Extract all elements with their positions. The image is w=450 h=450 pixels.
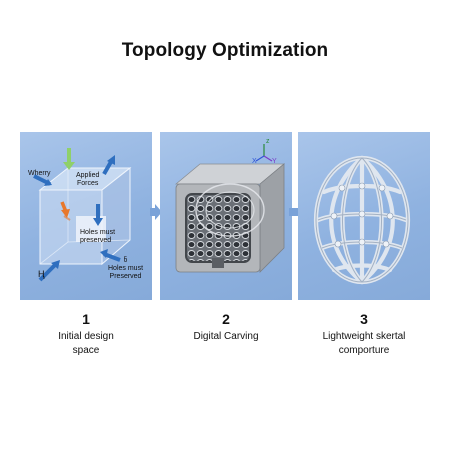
step-label-initial-design-space: Initial design space [20, 330, 152, 358]
annotation-holes-2-line-1: Holes must [108, 265, 144, 272]
axis-gizmo-icon [255, 144, 273, 162]
panel-digital-carving: z X Y [160, 132, 292, 300]
annotation-applied-forces-line-1: Applied [76, 172, 100, 179]
green-force-arrow-icon [63, 148, 75, 170]
blue-force-arrow-icon-4 [38, 262, 58, 282]
connector-arrow-icon [150, 204, 162, 220]
page-title: Topology Optimization [121, 40, 329, 61]
step-1-label-line-1: Initial design [58, 331, 114, 342]
step-1-label-line-2: space [72, 345, 100, 356]
annotation-applied-forces-line-2: Forces [76, 180, 99, 187]
annotation-bottom-left: Ң [38, 269, 45, 279]
annotation-holes-1-line-1: Holes must [80, 229, 116, 236]
axis-label-y: Y [272, 158, 277, 165]
annotation-holes-2-line-2: Preserved [109, 273, 142, 280]
annotation-top-left: Wherry [28, 170, 51, 177]
step-label-lightweight-structure: Lightweight skertal comporture [298, 330, 430, 358]
annotation-applied-forces: Applied Forces [76, 172, 99, 188]
step-number-2: 2 [222, 311, 230, 327]
step-number-1: 1 [82, 311, 90, 327]
step-2-label-line-1: Digital Carving [193, 331, 259, 342]
step-3-label-line-2: comporture [338, 345, 390, 356]
axis-label-x: X [252, 158, 257, 165]
annotation-holes-1-line-2: preserved [80, 237, 112, 244]
annotation-holes-preserved-1: Holes must preserved [80, 229, 115, 245]
step-number-3: 3 [360, 311, 368, 327]
design-space-cube-illustration [33, 148, 132, 282]
panel-lightweight-structure [298, 132, 430, 300]
carved-block-illustration [174, 144, 286, 273]
panel-initial-design-space: Wherry Applied Forces Holes must preserv… [20, 132, 152, 300]
annotation-holes-2-mark: ნ [123, 257, 128, 264]
step-label-digital-carving: Digital Carving [160, 330, 292, 344]
connector-bar-icon [289, 208, 301, 216]
lattice-shell-illustration [313, 155, 411, 285]
step-3-label-line-1: Lightweight skertal [322, 331, 406, 342]
annotation-holes-preserved-2: ნ Holes must Preserved [108, 257, 143, 281]
axis-label-z: z [266, 138, 270, 145]
